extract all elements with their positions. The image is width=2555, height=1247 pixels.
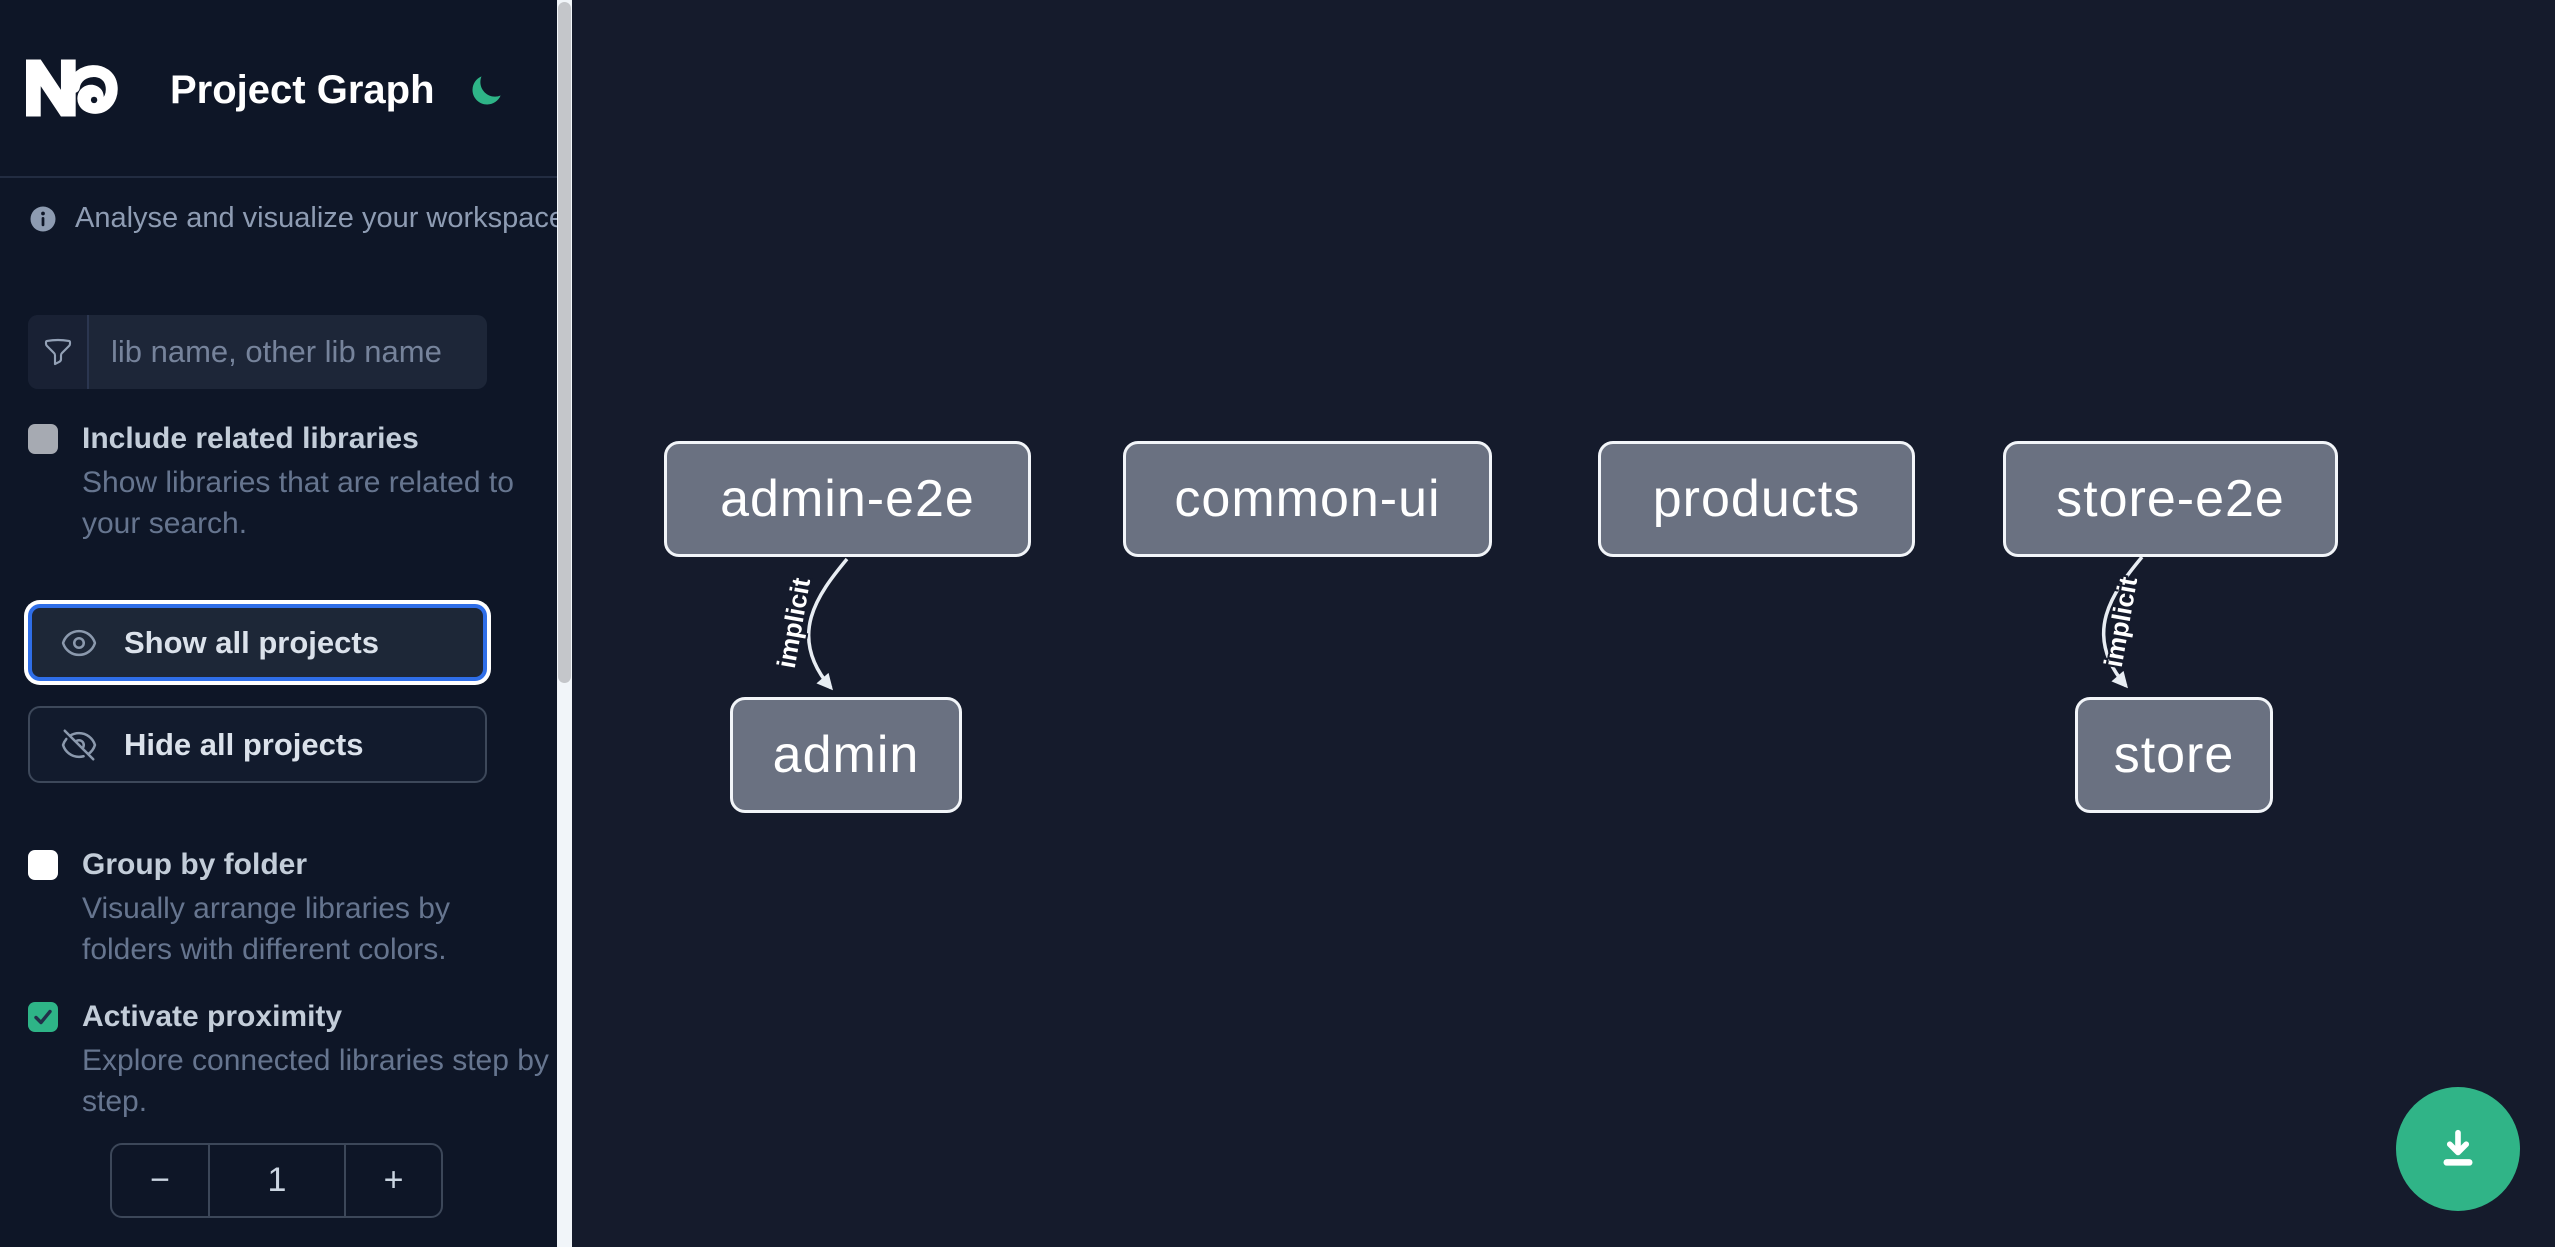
moon-icon[interactable]	[468, 73, 504, 109]
sidebar: Project Graph Analyse and visualize your…	[0, 0, 573, 1247]
node-admin-e2e[interactable]: admin-e2e	[664, 441, 1031, 557]
funnel-icon	[28, 315, 89, 389]
node-products[interactable]: products	[1598, 441, 1915, 557]
group-by-folder-checkbox[interactable]	[28, 850, 58, 880]
eye-slash-icon	[61, 728, 97, 761]
download-icon	[2443, 1129, 2473, 1166]
node-admin[interactable]: admin	[730, 697, 962, 813]
checkmark-icon	[34, 1009, 52, 1025]
proximity-stepper: − 1 +	[110, 1143, 443, 1218]
workspace-info: Analyse and visualize your workspace.	[28, 202, 573, 235]
activate-proximity-checkbox[interactable]	[28, 1002, 58, 1032]
node-store[interactable]: store	[2075, 697, 2273, 813]
nx-logo	[26, 59, 118, 117]
hide-all-projects-button[interactable]: Hide all projects	[28, 706, 487, 783]
group-by-folder-label: Group by folder	[82, 848, 307, 881]
decrement-button[interactable]: −	[150, 1161, 170, 1199]
increment-button[interactable]: +	[383, 1161, 404, 1199]
sidebar-header: Project Graph	[0, 0, 557, 178]
eye-icon	[61, 629, 97, 656]
page-title: Project Graph	[170, 68, 435, 112]
download-button[interactable]	[2396, 1087, 2520, 1211]
show-all-projects-button[interactable]: Show all projects	[28, 604, 487, 681]
include-related-description: Show libraries that are related to your …	[82, 466, 514, 540]
include-related-checkbox[interactable]	[28, 424, 58, 454]
node-common-ui[interactable]: common-ui	[1123, 441, 1492, 557]
show-all-projects-label: Show all projects	[124, 624, 379, 660]
include-related-label: Include related libraries	[82, 422, 419, 455]
info-text: Analyse and visualize your workspace.	[75, 202, 574, 234]
activate-proximity-label: Activate proximity	[82, 1000, 343, 1033]
edge-admin-e2e-admin	[806, 557, 849, 691]
group-by-folder-description: Visually arrange libraries by folders wi…	[82, 892, 450, 966]
node-store-e2e[interactable]: store-e2e	[2003, 441, 2338, 557]
search-bar	[28, 315, 487, 389]
sidebar-scrollbar-thumb[interactable]	[558, 2, 571, 683]
sidebar-scrollbar-track[interactable]	[557, 0, 572, 1247]
edge-label-implicit: implicit	[2097, 574, 2144, 670]
search-input[interactable]	[89, 315, 487, 389]
proximity-value: 1	[208, 1145, 346, 1216]
activate-proximity-description: Explore connected libraries step by step…	[82, 1044, 549, 1118]
info-circle-icon	[30, 206, 56, 231]
edge-label-implicit: implicit	[770, 575, 817, 671]
graph-canvas[interactable]: admin-e2e common-ui products store-e2e a…	[572, 0, 2555, 1247]
hide-all-projects-label: Hide all projects	[124, 726, 364, 762]
